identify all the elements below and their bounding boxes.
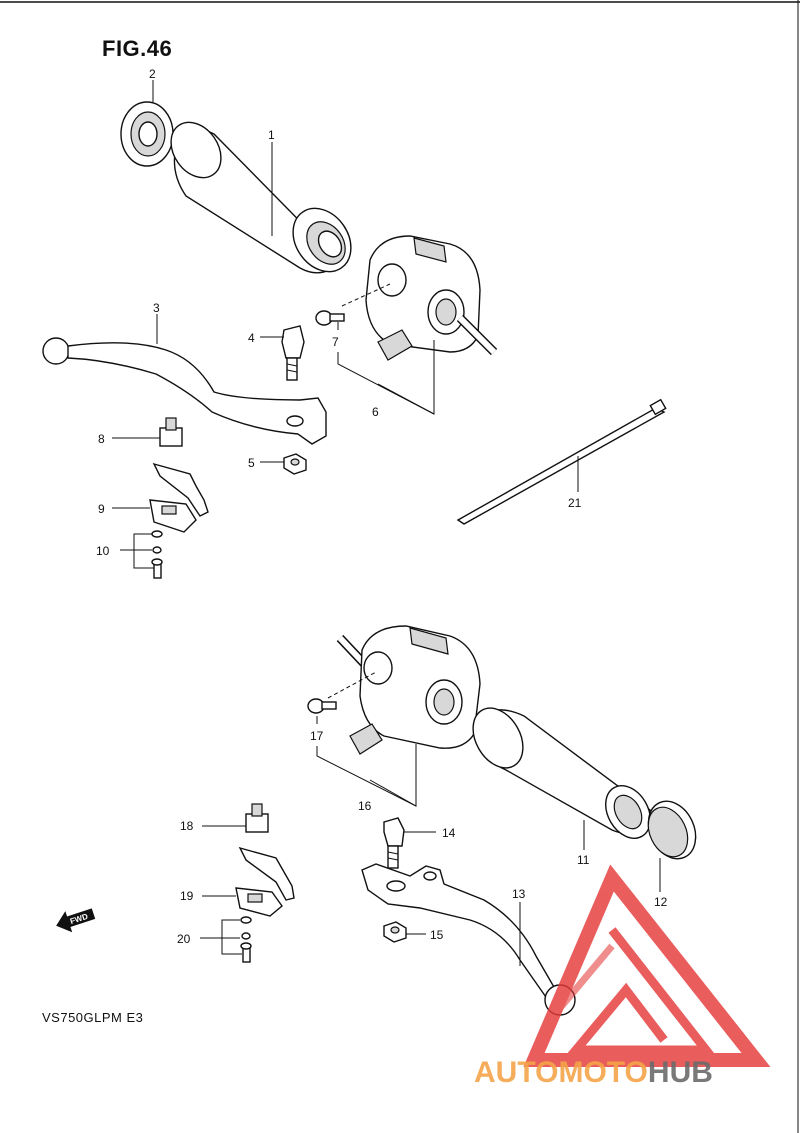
callout-8: 8 — [98, 432, 105, 446]
part-19-bracket — [235, 846, 295, 917]
callout-19: 19 — [180, 889, 194, 903]
part-15-nut — [383, 921, 407, 943]
fwd-arrow-icon: FWD — [56, 908, 96, 933]
part-1-grip — [170, 121, 352, 274]
callout-2: 2 — [149, 67, 156, 81]
part-16-switch-housing — [327, 625, 481, 755]
watermark-text: AUTOMOTOHUB — [474, 1056, 713, 1089]
part-6-switch-housing — [341, 235, 498, 361]
callout-14: 14 — [442, 826, 456, 840]
callout-20: 20 — [177, 932, 191, 946]
callout-18: 18 — [180, 819, 194, 833]
callout-1: 1 — [268, 128, 275, 142]
part-5-nut — [283, 453, 307, 475]
part-11-grip — [472, 707, 651, 839]
callout-5: 5 — [248, 456, 255, 470]
part-14-bolt — [383, 817, 405, 869]
part-12-end-cap — [647, 800, 697, 860]
part-4-bolt — [281, 325, 305, 381]
callout-4: 4 — [248, 331, 255, 345]
part-9-bracket — [149, 462, 209, 533]
part-7-screw — [315, 310, 345, 326]
callout-3: 3 — [153, 301, 160, 315]
part-10-screw-set — [151, 530, 163, 579]
part-3-lever — [42, 337, 327, 445]
watermark-text-hub: HUB — [648, 1056, 713, 1089]
callout-13: 13 — [512, 887, 526, 901]
watermark-logo-icon — [523, 864, 771, 1067]
leader-lines — [112, 80, 661, 966]
part-21-cable-tie — [456, 398, 667, 525]
callout-numbers: 2 1 3 4 5 6 7 8 9 10 21 17 16 11 12 14 1… — [96, 67, 668, 946]
watermark-text-auto: AUTOMOTO — [474, 1056, 648, 1089]
callout-16: 16 — [358, 799, 372, 813]
callout-7: 7 — [332, 335, 339, 349]
callout-10: 10 — [96, 544, 110, 558]
part-2-end-cap — [120, 101, 174, 167]
automotohub-watermark: AUTOMOTOHUB — [474, 864, 771, 1089]
model-code: VS750GLPM E3 — [42, 1010, 144, 1025]
callout-12: 12 — [654, 895, 668, 909]
callout-15: 15 — [430, 928, 444, 942]
callout-9: 9 — [98, 502, 105, 516]
callout-6: 6 — [372, 405, 379, 419]
figure-title: FIG.46 — [102, 36, 173, 61]
part-18-switch — [245, 803, 269, 833]
part-20-screw-set — [240, 916, 252, 963]
part-8-switch — [159, 417, 183, 447]
callout-17: 17 — [310, 729, 324, 743]
part-17-screw — [307, 698, 337, 714]
callout-11: 11 — [577, 853, 590, 867]
callout-21: 21 — [568, 496, 582, 510]
